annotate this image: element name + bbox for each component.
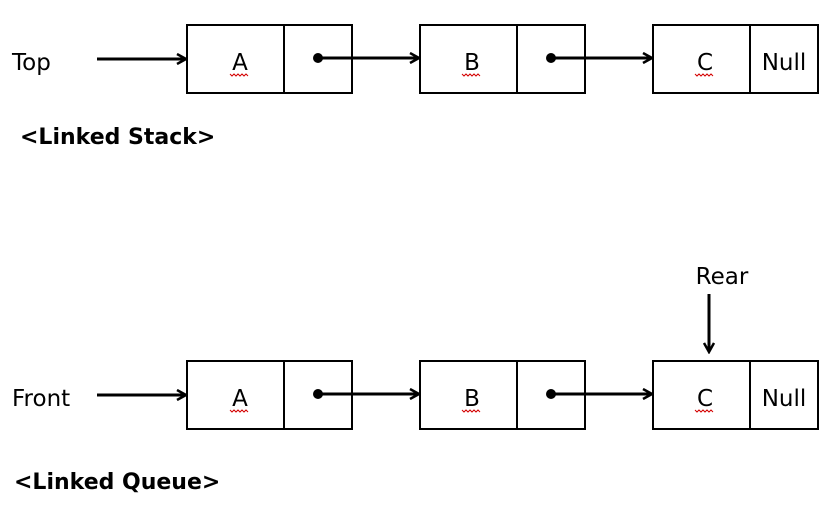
stack-caption: <Linked Stack> — [20, 125, 215, 150]
queue-node-c-link-cell — [749, 360, 819, 430]
top-pointer-label: Top — [11, 50, 51, 76]
stack-node-a-value: A — [232, 50, 248, 76]
stack-node-c-value: C — [697, 50, 713, 76]
queue-node-a-value: A — [232, 386, 248, 412]
stack-node-c-spellcheck-underline — [694, 73, 714, 77]
stack-node-a: A — [186, 24, 353, 94]
queue-node-c: C Null — [652, 360, 819, 430]
queue-node-b-spellcheck-underline — [461, 409, 481, 413]
queue-node-c-null: Null — [762, 386, 807, 412]
rear-pointer-label: Rear — [696, 264, 749, 290]
stack-node-c-null: Null — [762, 50, 807, 76]
stack-node-c: C Null — [652, 24, 819, 94]
queue-node-b-value: B — [464, 386, 480, 412]
queue-node-c-data-cell — [652, 360, 751, 430]
front-pointer-label: Front — [12, 386, 70, 412]
stack-node-b-value: B — [464, 50, 480, 76]
stack-node-b-data-cell — [419, 24, 518, 94]
queue-node-a-data-cell — [186, 360, 285, 430]
queue-caption: <Linked Queue> — [14, 470, 220, 495]
queue-node-c-spellcheck-underline — [694, 409, 714, 413]
linked-queue: Rear Front A B C Null <Li — [12, 264, 819, 495]
stack-node-b-spellcheck-underline — [461, 73, 481, 77]
stack-node-c-link-cell — [749, 24, 819, 94]
queue-node-c-value: C — [697, 386, 713, 412]
linked-stack: Top A B C Null <Linked Stack> — [11, 24, 819, 150]
queue-node-a-spellcheck-underline — [229, 409, 249, 413]
stack-node-a-spellcheck-underline — [229, 73, 249, 77]
